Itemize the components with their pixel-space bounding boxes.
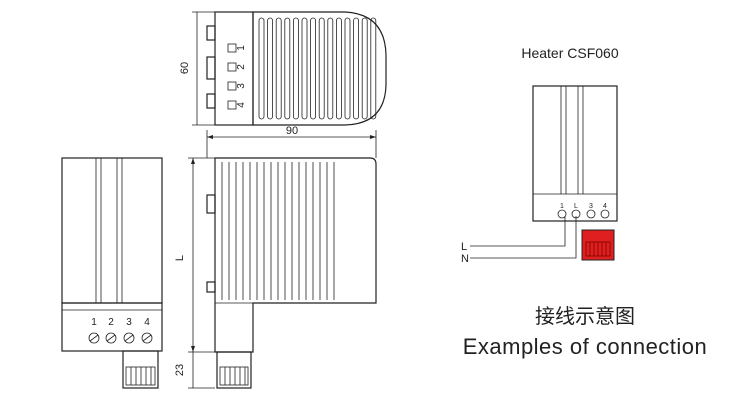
top-fin bbox=[267, 17, 274, 120]
top-clip-2 bbox=[206, 56, 216, 80]
dim-L-label: L bbox=[174, 255, 186, 261]
top-fin bbox=[275, 17, 282, 120]
top-fin bbox=[361, 17, 368, 120]
front-screw-slot-2 bbox=[106, 334, 116, 342]
top-terminal-box-3 bbox=[227, 81, 237, 91]
top-clip-1 bbox=[206, 25, 216, 41]
wire-N-label: N bbox=[461, 253, 469, 265]
dim-L-arrow-bottom bbox=[191, 346, 195, 352]
front-terminal-num-1: 1 bbox=[91, 317, 97, 328]
front-screw-slot-4 bbox=[142, 334, 152, 342]
wiring-terminal-label-4: 4 bbox=[603, 203, 607, 210]
top-terminal-num-2: 2 bbox=[236, 64, 247, 70]
front-plug-grid bbox=[125, 366, 156, 386]
front-terminal-num-2: 2 bbox=[108, 317, 114, 328]
top-fin bbox=[335, 17, 342, 120]
front-terminal-num-3: 3 bbox=[126, 317, 132, 328]
wiring-screw-4 bbox=[600, 209, 610, 219]
top-terminal-box-1 bbox=[227, 43, 237, 53]
front-screw-slot-3 bbox=[124, 334, 134, 342]
wire-L-label: L bbox=[461, 241, 467, 253]
top-fin bbox=[327, 17, 334, 120]
wiring-terminal-label-1: 1 bbox=[560, 203, 564, 210]
front-body bbox=[61, 157, 163, 304]
dim-90-arrow-left bbox=[207, 135, 213, 139]
top-fin bbox=[310, 17, 317, 120]
top-fin bbox=[318, 17, 325, 120]
top-fin bbox=[301, 17, 308, 120]
dim-90-label: 90 bbox=[286, 125, 298, 137]
front-terminal-strip bbox=[61, 302, 163, 352]
top-view: 60 1 2 3 4 90 bbox=[179, 11, 387, 158]
top-terminal-num-1: 1 bbox=[236, 45, 247, 51]
dim-L-arrow-top bbox=[191, 158, 195, 164]
top-clip-3 bbox=[206, 93, 216, 109]
side-fins bbox=[221, 162, 335, 300]
top-fins bbox=[258, 17, 377, 120]
wire-N bbox=[470, 216, 577, 259]
heater-title: Heater CSF060 bbox=[521, 45, 619, 61]
top-fin bbox=[353, 17, 360, 120]
side-clip-2 bbox=[206, 281, 216, 293]
top-terminal-block bbox=[214, 11, 254, 126]
side-clip-1 bbox=[206, 194, 216, 214]
dim-90-arrow-right bbox=[370, 135, 376, 139]
side-plug bbox=[216, 351, 252, 389]
side-body bbox=[214, 157, 377, 353]
top-heater-body bbox=[252, 11, 387, 126]
top-fin bbox=[292, 17, 299, 120]
caption-chinese: 接线示意图 bbox=[535, 304, 635, 328]
wiring-screw-3 bbox=[586, 209, 596, 219]
top-fin bbox=[258, 17, 265, 120]
front-terminal-num-4: 4 bbox=[144, 317, 150, 328]
front-view: 1 2 3 4 bbox=[61, 157, 163, 389]
front-screw-1 bbox=[88, 332, 100, 344]
top-terminal-num-3: 3 bbox=[236, 83, 247, 89]
wire-L bbox=[470, 216, 566, 247]
top-terminal-box-2 bbox=[227, 62, 237, 72]
wiring-terminal-label-3: 3 bbox=[589, 203, 593, 210]
side-plug-grid bbox=[219, 366, 249, 386]
front-screw-4 bbox=[141, 332, 153, 344]
front-screw-3 bbox=[123, 332, 135, 344]
side-view: L 23 bbox=[174, 157, 377, 389]
wiring-screw-1 bbox=[557, 209, 567, 219]
top-fin bbox=[344, 17, 351, 120]
top-terminal-box-4 bbox=[227, 100, 237, 110]
front-screws bbox=[88, 332, 153, 344]
dim-60-label: 60 bbox=[179, 62, 191, 74]
caption-english: Examples of connection bbox=[462, 334, 708, 359]
wiring-terminal-label-2: L bbox=[574, 203, 578, 210]
front-plug bbox=[122, 350, 159, 389]
wiring-diagram: 1 L 3 4 L N bbox=[461, 85, 618, 265]
top-terminal-num-4: 4 bbox=[236, 102, 247, 108]
dim-23-label: 23 bbox=[174, 364, 186, 376]
top-fin bbox=[284, 17, 291, 120]
front-screw-slot-1 bbox=[89, 334, 99, 342]
front-screw-2 bbox=[105, 332, 117, 344]
top-fin bbox=[370, 17, 377, 120]
heater-body bbox=[532, 85, 618, 222]
